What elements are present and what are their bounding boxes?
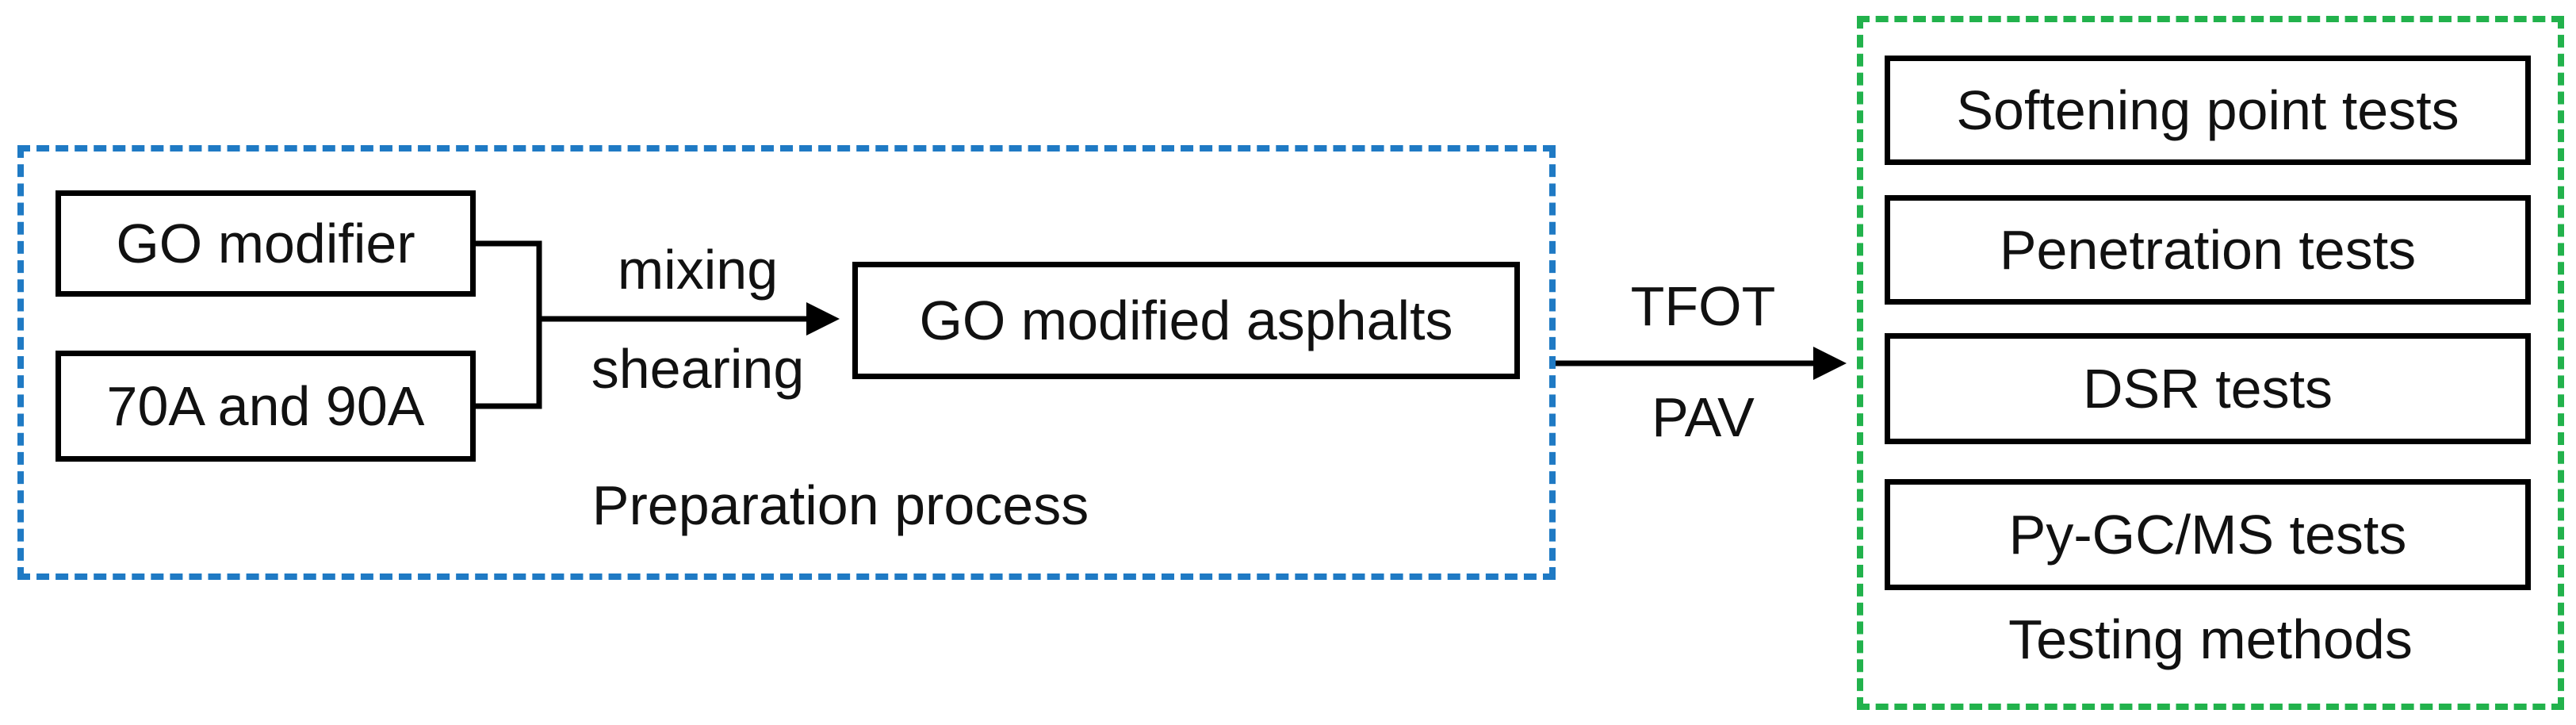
mixing-label: mixing — [617, 239, 779, 301]
shearing-label: shearing — [591, 338, 805, 400]
tfot-label: TFOT — [1630, 275, 1776, 337]
softening-point-tests-box: Softening point tests — [1885, 56, 2531, 165]
connector-base-asphalt — [474, 319, 542, 409]
penetration-tests-box: Penetration tests — [1885, 195, 2531, 305]
connector-go-modifier — [474, 240, 542, 319]
go-modified-asphalts-box: GO modified asphalts — [852, 262, 1520, 379]
go-modifier-box: GO modifier — [56, 190, 476, 297]
testing-methods-group — [1857, 16, 2564, 710]
preparation-process-label: Preparation process — [591, 474, 1089, 536]
base-asphalt-box: 70A and 90A — [56, 351, 476, 462]
dsr-tests-box: DSR tests — [1885, 333, 2531, 444]
py-gc-ms-tests-box: Py-GC/MS tests — [1885, 479, 2531, 590]
preparation-process-group — [17, 145, 1556, 580]
testing-methods-label: Testing methods — [2008, 608, 2413, 670]
pav-label: PAV — [1652, 386, 1755, 448]
